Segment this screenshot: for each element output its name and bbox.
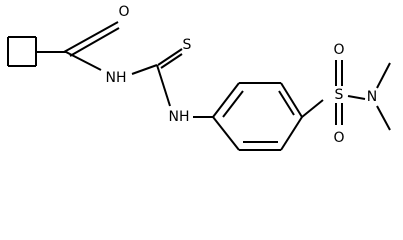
bond-cs-double-b xyxy=(160,53,183,69)
bond-s-to-n xyxy=(347,95,366,100)
bond xyxy=(212,116,240,151)
bond-cs-double-a xyxy=(157,48,183,66)
carbonyl-oxygen-label: O xyxy=(118,4,129,20)
cyclobutane-ring xyxy=(7,36,37,67)
bond-carbonyl-to-n xyxy=(65,51,102,71)
bond-aromatic-inner xyxy=(222,90,244,118)
bond-carbonyl-double-a xyxy=(63,21,119,53)
bond-ring-to-sulfonyl xyxy=(301,99,324,118)
dimethylamine-group xyxy=(376,62,391,131)
bond-c-to-nh xyxy=(156,64,171,107)
bond xyxy=(280,116,303,151)
sulfonyl-group xyxy=(335,60,366,125)
thiourea-nh-label: NH xyxy=(169,109,190,125)
thiocarbonyl-sulfur-label: S xyxy=(183,37,192,53)
bond-carbonyl-double-b xyxy=(69,27,120,57)
amide-nh-label: NH xyxy=(106,70,127,86)
bond-n-methyl-top xyxy=(376,62,391,89)
bond-n-methyl-bottom xyxy=(376,105,391,131)
bond-nh-to-thiocarbonyl xyxy=(131,64,158,75)
sulfonyl-sulfur-label: S xyxy=(335,87,344,103)
bond xyxy=(212,82,240,118)
sulfonyl-oxygen-top-label: O xyxy=(333,42,344,58)
carbonyl-group xyxy=(63,21,120,71)
molecule-structure: O NH S NH S O O N xyxy=(7,4,391,151)
bond-aromatic-inner xyxy=(278,90,295,116)
bond xyxy=(280,82,303,118)
thiocarbonyl-group xyxy=(156,48,183,107)
sulfonyl-oxygen-bottom-label: O xyxy=(333,130,344,146)
amine-nitrogen-label: N xyxy=(367,89,377,105)
benzene-ring xyxy=(212,82,303,151)
